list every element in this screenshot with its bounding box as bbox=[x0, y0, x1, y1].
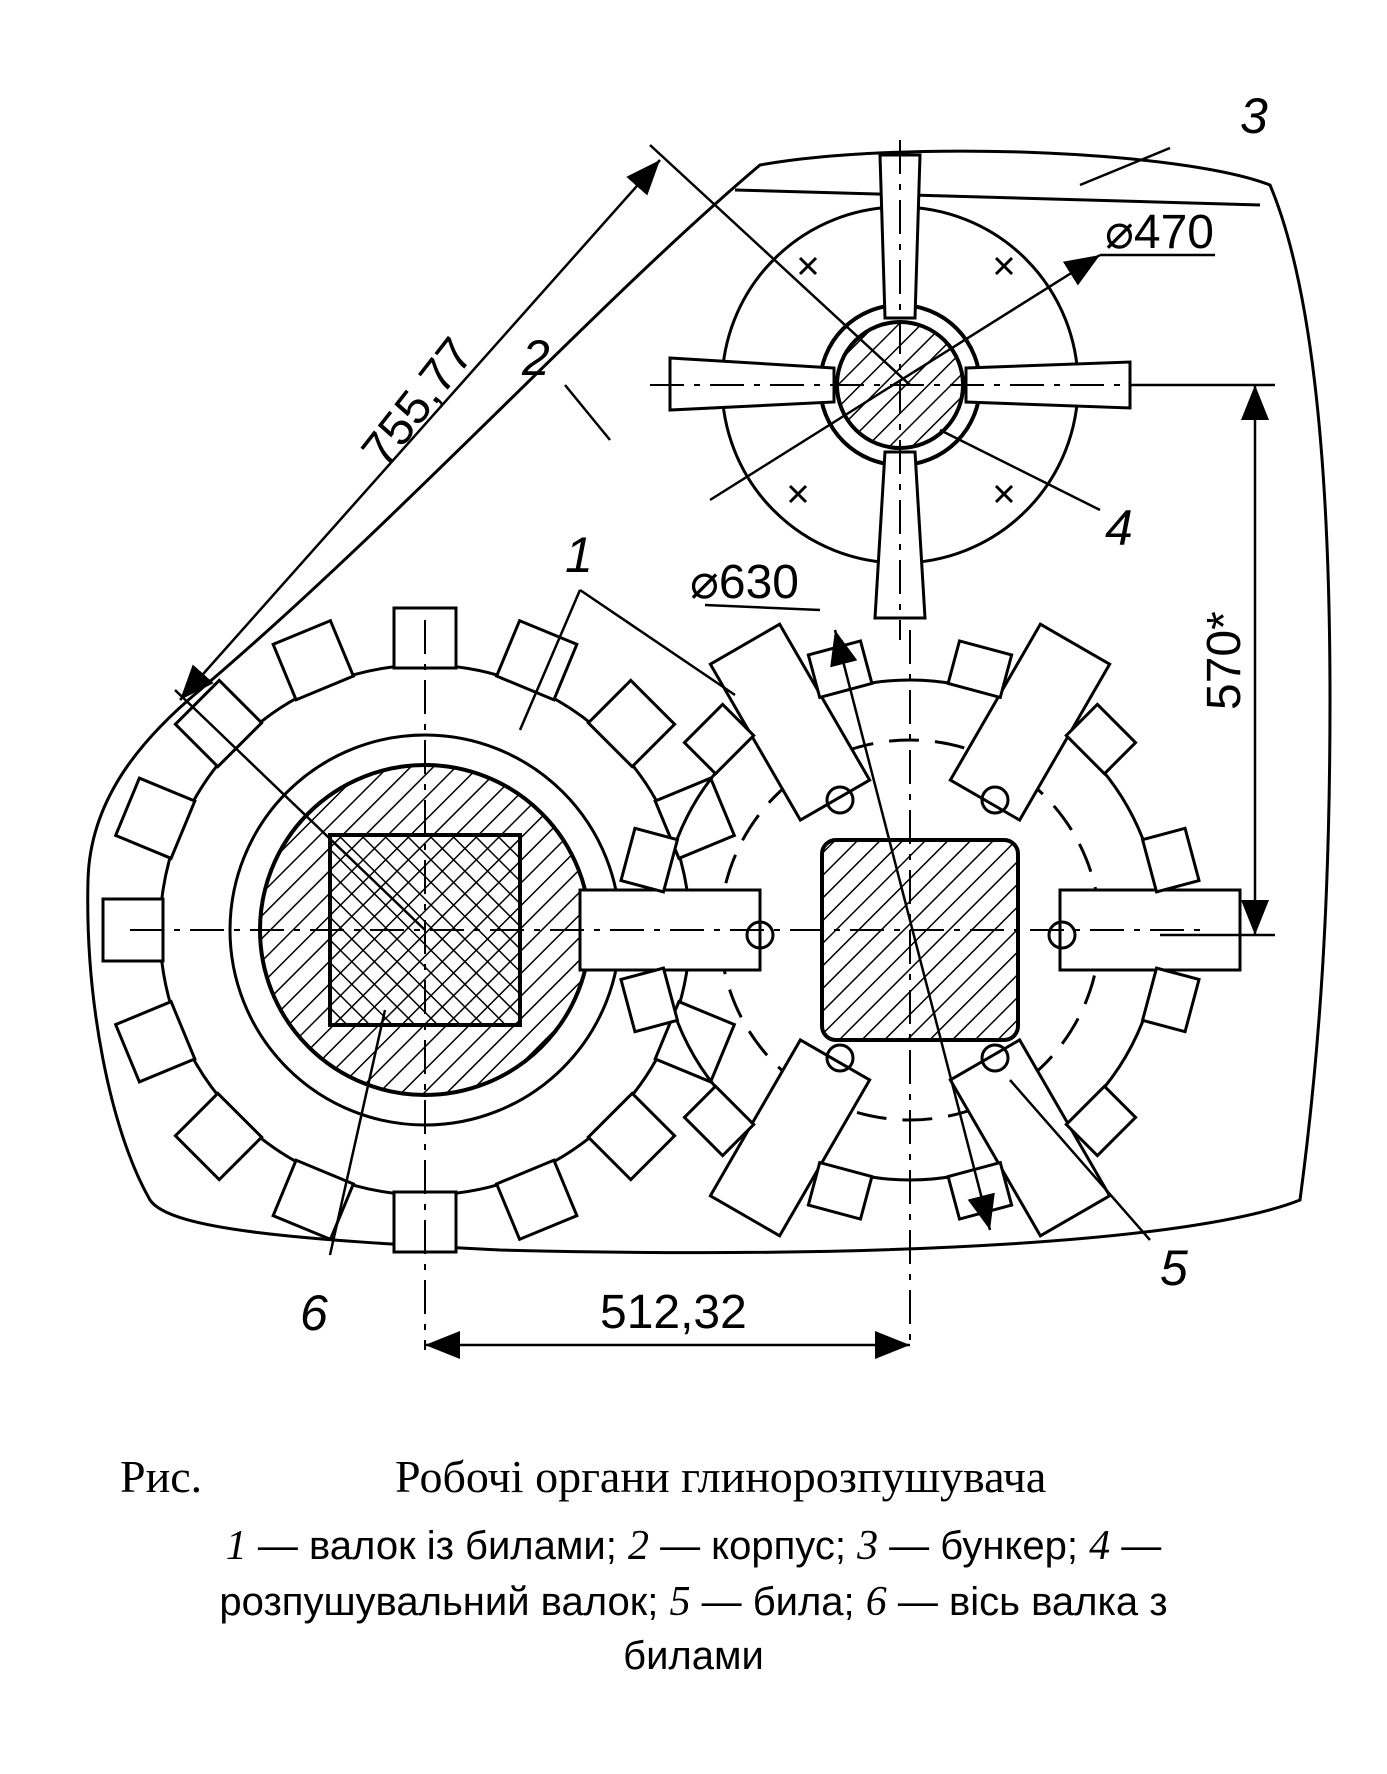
legend-num: 1 bbox=[225, 1523, 247, 1569]
diameter-470: ⌀470 bbox=[1105, 206, 1214, 259]
dimension-vertical: 570* bbox=[1198, 611, 1251, 710]
legend-num: 5 bbox=[669, 1579, 691, 1625]
blade-tooth bbox=[113, 776, 197, 861]
legend-line-1: 1 — валок із билами; 2 — корпус; 3 — бун… bbox=[0, 1522, 1387, 1570]
legend-num: 4 bbox=[1089, 1523, 1111, 1569]
blade-tooth bbox=[682, 702, 756, 776]
legend-text: — корпус; bbox=[648, 1524, 858, 1568]
blade-tooth bbox=[1064, 702, 1138, 776]
blade-tooth bbox=[113, 999, 197, 1084]
diameter-630: ⌀630 bbox=[690, 556, 799, 609]
legend-text: — вісь валка з bbox=[886, 1580, 1168, 1624]
blade-tooth bbox=[586, 678, 677, 769]
blade-tooth bbox=[1064, 1084, 1138, 1158]
label-6: 6 bbox=[300, 1285, 328, 1341]
legend-text: — bbox=[1110, 1524, 1162, 1568]
bunker-line bbox=[734, 188, 1261, 207]
label-3: 3 bbox=[1240, 88, 1268, 144]
blade-tooth bbox=[619, 826, 680, 894]
legend-line-2: розпушувальний валок; 5 — била; 6 — вісь… bbox=[0, 1578, 1387, 1626]
legend-text: — била; bbox=[690, 1580, 866, 1624]
caption-prefix: Рис. bbox=[120, 1451, 203, 1502]
blade-tooth bbox=[1140, 966, 1201, 1034]
legend-num: 2 bbox=[627, 1523, 649, 1569]
legend-text: розпушувальний валок; bbox=[219, 1580, 670, 1624]
blade-tooth bbox=[271, 618, 356, 702]
legend-line-3: билами bbox=[0, 1634, 1387, 1679]
housing-outline bbox=[86, 149, 1332, 1255]
dimension-shaft-distance: 512,32 bbox=[600, 1286, 747, 1339]
beater-shaft-right bbox=[578, 603, 1242, 1238]
blade-tooth bbox=[173, 1091, 264, 1182]
label-2: 2 bbox=[521, 330, 550, 386]
blade-tooth bbox=[173, 678, 264, 769]
dimension-diagonal: 755,77 bbox=[352, 328, 484, 476]
legend-num: 6 bbox=[865, 1579, 887, 1625]
legend-num: 3 bbox=[857, 1523, 879, 1569]
blade-tooth bbox=[586, 1091, 677, 1182]
blade-tooth bbox=[271, 1158, 356, 1242]
blade-tooth bbox=[1140, 826, 1201, 894]
legend-text: — бункер; bbox=[878, 1524, 1090, 1568]
legend-text: — валок із билами; bbox=[246, 1524, 628, 1568]
label-5: 5 bbox=[1160, 1240, 1188, 1296]
blade-tooth bbox=[682, 1084, 756, 1158]
blade-tooth bbox=[806, 1160, 874, 1221]
label-4: 4 bbox=[1105, 500, 1133, 556]
caption-title: Робочі органи глинорозпушувача bbox=[395, 1451, 1047, 1502]
label-1: 1 bbox=[565, 527, 593, 583]
blade-tooth bbox=[619, 966, 680, 1034]
legend-text: билами bbox=[623, 1634, 764, 1678]
blade-tooth bbox=[494, 1158, 579, 1242]
blade-tooth bbox=[946, 639, 1014, 700]
